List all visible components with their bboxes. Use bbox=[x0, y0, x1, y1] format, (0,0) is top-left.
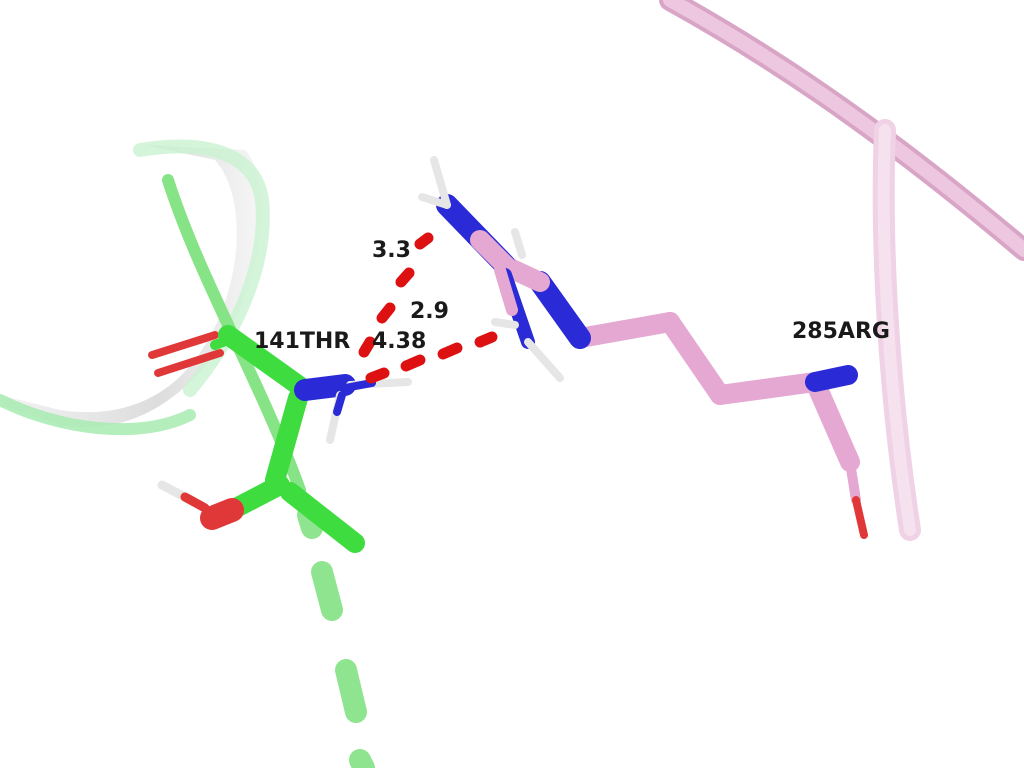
thr-chain-break-dashes bbox=[297, 504, 375, 768]
arg-residue-sticks bbox=[418, 156, 868, 539]
distance-label-3-3: 3.3 bbox=[372, 238, 411, 263]
distance-label-2-9: 2.9 bbox=[410, 299, 449, 324]
distance-lines bbox=[358, 232, 498, 384]
thr-residue-sticks bbox=[148, 325, 412, 553]
residue-label-thr: 141THR bbox=[254, 329, 350, 354]
residue-label-arg: 285ARG bbox=[792, 319, 890, 344]
arg-chain-ribbon bbox=[659, 0, 1024, 541]
thr-helix-ribbon bbox=[0, 139, 375, 768]
distance-label-4-38: 4.38 bbox=[372, 329, 426, 354]
